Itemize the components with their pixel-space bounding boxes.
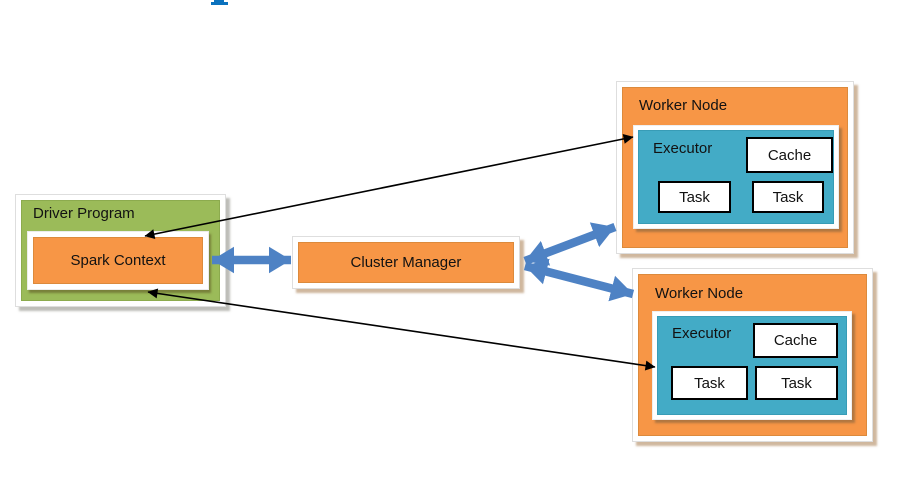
- clipped-heading-fragment-top: [214, 0, 224, 2]
- task-bottom-box-1: Task: [671, 366, 748, 400]
- arrow-clustermanager-workerbottom: [523, 258, 635, 302]
- task-bottom-box-2: Task: [755, 366, 838, 400]
- arrow-clustermanager-workertop: [523, 222, 617, 266]
- cache-bottom-box: Cache: [753, 323, 838, 358]
- executor-bottom-label: Executor: [672, 325, 732, 342]
- executor-top-label: Executor: [653, 140, 713, 157]
- task-top-box-1: Task: [658, 181, 731, 213]
- worker-node-top-label: Worker Node: [639, 97, 728, 114]
- clipped-heading-fragment-bottom: [211, 2, 228, 5]
- cluster-manager-node: Cluster Manager: [298, 242, 514, 283]
- spark-context-node: Spark Context: [33, 237, 203, 284]
- task-top-box-2: Task: [752, 181, 824, 213]
- cache-top-box: Cache: [746, 137, 833, 173]
- driver-program-label: Driver Program: [33, 205, 135, 222]
- worker-node-bottom-label: Worker Node: [655, 285, 744, 302]
